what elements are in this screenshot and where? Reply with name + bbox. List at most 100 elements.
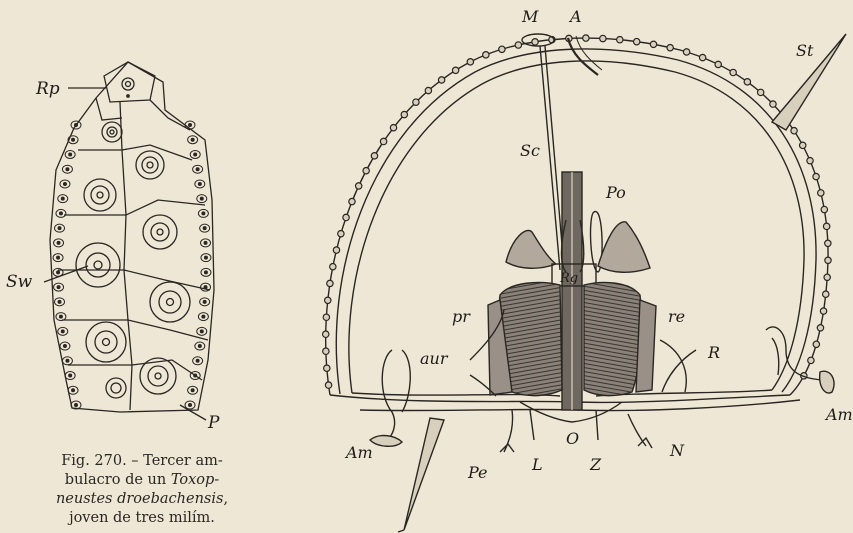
pore-dot [61, 197, 64, 200]
label-re: re [668, 307, 685, 326]
pore-dot [198, 182, 201, 185]
label-aur: aur [420, 349, 449, 368]
test-tubercle [324, 365, 330, 371]
test-tubercle [338, 230, 344, 236]
pore-dot [189, 404, 192, 407]
pore-dot [69, 153, 72, 156]
ambulacrum-figure [44, 62, 214, 420]
pore-dot [196, 359, 199, 362]
label-rp: Rp [35, 79, 60, 99]
test-tubercle [800, 142, 806, 148]
pore-dot [194, 153, 197, 156]
caption-line-2a: bulacro de un [65, 472, 171, 488]
test-tubercle [323, 314, 329, 320]
test-tubercle [825, 257, 831, 263]
label-sc: Sc [520, 141, 540, 160]
pore-dot [72, 389, 75, 392]
pore-dot [66, 168, 69, 171]
test-tubercle [438, 77, 444, 83]
pore-dot [203, 227, 206, 230]
pore-dot [57, 271, 60, 274]
pore-dot [191, 138, 194, 141]
test-tubercle [821, 206, 827, 212]
test-tubercle [467, 59, 473, 65]
pore-dot [204, 271, 207, 274]
pore-dot [57, 241, 60, 244]
pore-dot [75, 404, 78, 407]
label-n: N [669, 441, 685, 460]
pore-dot [61, 330, 64, 333]
test-tubercle [634, 38, 640, 44]
label-o: O [566, 429, 579, 448]
test-tubercle [730, 69, 736, 75]
test-tubercle [757, 89, 763, 95]
test-tubercle [483, 52, 489, 58]
pore-dot [58, 227, 61, 230]
label-a: A [568, 7, 582, 26]
test-tubercle [325, 297, 331, 303]
caption-line-3b: , [223, 491, 228, 507]
test-tubercle [499, 46, 505, 52]
pore-dot [63, 345, 66, 348]
test-tubercle [667, 44, 673, 50]
pore-dot [200, 197, 203, 200]
label-p: P [207, 413, 220, 433]
test-tubercle [791, 128, 797, 134]
pore-dot [204, 256, 207, 259]
label-pr: pr [452, 307, 471, 326]
pore-dot [63, 182, 66, 185]
caption-line-3: neustes droebachensis [56, 491, 224, 507]
test-tubercle [824, 274, 830, 280]
figure-caption: Fig. 270. – Tercer am- bulacro de un Tox… [22, 452, 262, 528]
test-tubercle [818, 190, 824, 196]
test-tubercle [343, 214, 349, 220]
label-pe: Pe [467, 463, 488, 482]
label-am-right: Am [824, 405, 853, 424]
test-tubercle [401, 111, 407, 117]
pore-dot [202, 212, 205, 215]
label-st: St [796, 41, 814, 60]
pore-dot [204, 241, 207, 244]
test-tubercle [333, 247, 339, 253]
label-rg: Rg [559, 271, 578, 286]
test-tubercle [380, 138, 386, 144]
caption-line-1: Fig. 270. – Tercer am- [61, 453, 223, 469]
test-tubercle [807, 157, 813, 163]
caption-line-4: joven de tres milím. [69, 510, 215, 526]
test-tubercle [323, 348, 329, 354]
test-tubercle [515, 42, 521, 48]
test-tubercle [808, 357, 814, 363]
test-tubercle [390, 124, 396, 130]
test-tubercle [355, 183, 361, 189]
test-tubercle [770, 101, 776, 107]
pore-dot [198, 345, 201, 348]
pore-dot [200, 330, 203, 333]
test-tubercle [600, 35, 606, 41]
test-tubercle [371, 153, 377, 159]
test-tubercle [413, 99, 419, 105]
label-r: R [707, 343, 720, 362]
label-z: Z [589, 455, 602, 474]
pore-dot [204, 286, 207, 289]
test-tubercle [583, 35, 589, 41]
caption-line-2b: Toxop- [171, 472, 219, 488]
test-tubercle [330, 263, 336, 269]
label-am-left: Am [344, 443, 373, 462]
cross-section-figure [323, 34, 846, 532]
test-tubercle [617, 37, 623, 43]
pore-dot [75, 124, 78, 127]
test-tubercle [650, 41, 656, 47]
test-tubercle [817, 325, 823, 331]
test-tubercle [363, 167, 369, 173]
test-tubercle [823, 291, 829, 297]
test-tubercle [825, 240, 831, 246]
test-tubercle [532, 39, 538, 45]
test-tubercle [325, 382, 331, 388]
pore-dot [72, 138, 75, 141]
test-tubercle [699, 54, 705, 60]
pore-dot [66, 359, 69, 362]
pore-dot [191, 389, 194, 392]
pore-dot [203, 300, 206, 303]
test-tubercle [327, 280, 333, 286]
pore-dot [69, 374, 72, 377]
